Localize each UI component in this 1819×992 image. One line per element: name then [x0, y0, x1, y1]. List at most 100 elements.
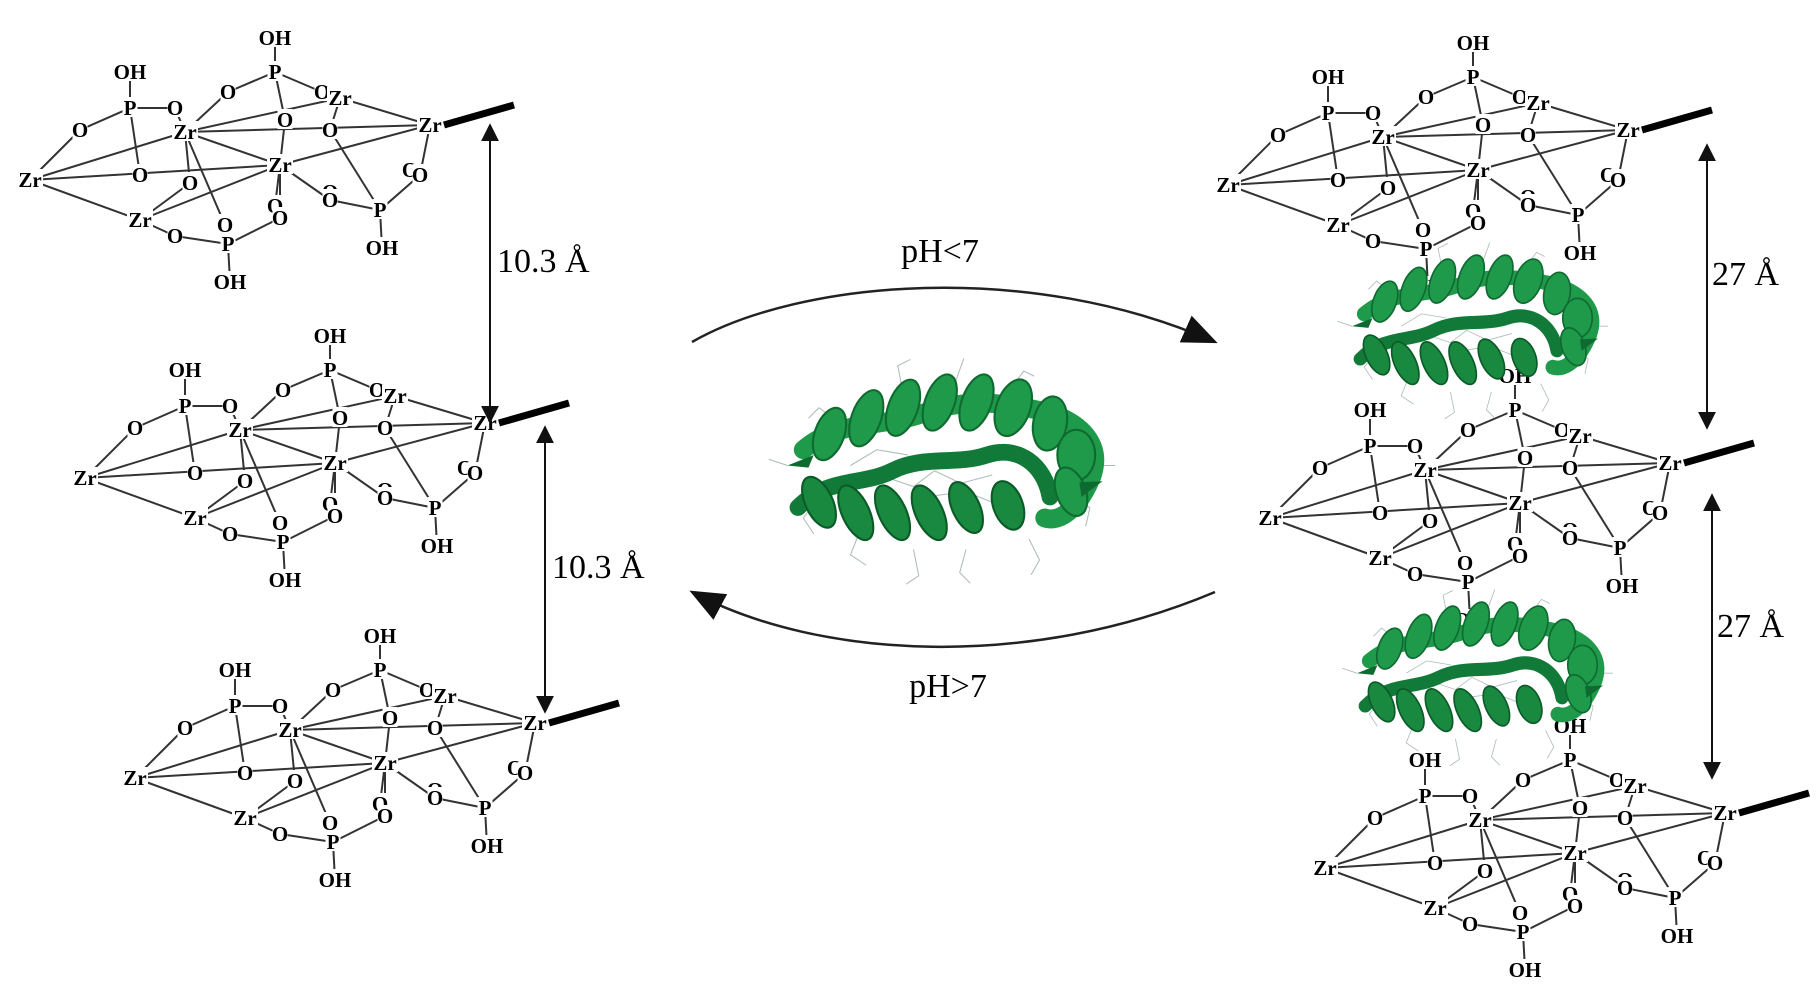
forward-condition-label: pH<7: [901, 233, 979, 270]
bond: [289, 729, 386, 764]
atom-o: O: [275, 378, 291, 402]
bond: [1624, 887, 1676, 899]
atom-o: O: [1372, 501, 1388, 525]
bond: [289, 729, 331, 824]
atom-p: P: [479, 796, 492, 820]
bond: [1479, 812, 1726, 821]
atom-label-bg: [377, 487, 393, 507]
atom-o: O: [419, 678, 435, 702]
bond: [1327, 112, 1339, 181]
atom-label-bg: [327, 505, 343, 525]
atom-label-bg: [1312, 457, 1328, 477]
atom-o: O: [177, 716, 193, 740]
atom-oh: OH: [1564, 241, 1597, 265]
atom-o: O: [1610, 168, 1626, 192]
atom-oh: OH: [1509, 958, 1542, 982]
bond: [444, 695, 536, 724]
atom-p: P: [269, 60, 282, 84]
atom-p: P: [1420, 237, 1433, 261]
atom-label-bg: [132, 164, 148, 184]
left-top-spacing-label: 10.3 Å: [497, 243, 590, 280]
atom-label-bg: [1465, 66, 1481, 86]
atom-o: O: [132, 163, 148, 187]
atom-label-bg: [1617, 807, 1633, 827]
atom-o: O: [427, 716, 443, 740]
right-layer-middle: OHPOOOHPOOZrZrZrZrZrZrOOOOOOOOOOPOHPOHOO: [1257, 364, 1755, 632]
atom-o: O: [1365, 101, 1381, 125]
atom-zr: Zr: [1713, 801, 1736, 825]
atom-p: P: [1364, 434, 1377, 458]
bond: [1522, 759, 1571, 781]
layer-continuation-bar: [443, 101, 515, 129]
atom-o: O: [167, 96, 183, 120]
atom-zr: Zr: [1508, 491, 1531, 515]
atom-label-bg: [1615, 119, 1641, 139]
right-layer-top: OHPOOOHPOOZrZrZrZrZrZrOOOOOOOOOOPOHPOHOO: [1215, 31, 1713, 299]
atom-o: O: [1312, 456, 1328, 480]
atom-label-bg: [1465, 159, 1491, 179]
atom-zr: Zr: [1466, 158, 1489, 182]
atom-label-bg: [182, 172, 198, 192]
atom-label-bg: [1417, 785, 1433, 805]
atom-label-bg: [272, 207, 288, 227]
atom-label-bg: [72, 119, 88, 139]
atom-label-bg: [1415, 219, 1431, 239]
atom-label-bg: [372, 659, 388, 679]
atom-o: O: [217, 213, 233, 237]
atom-label-bg: [427, 497, 443, 517]
atom-oh: OH: [364, 624, 397, 648]
atom-label-bg: [222, 395, 238, 415]
bond: [1382, 129, 1629, 138]
atom-o: O: [1367, 806, 1383, 830]
bond: [1424, 435, 1581, 471]
bond: [274, 71, 323, 93]
bond: [384, 427, 436, 509]
atom-label-bg: [1370, 126, 1396, 146]
atom-label-bg: [1315, 66, 1341, 86]
atom-p: P: [124, 96, 137, 120]
atom-zr: Zr: [473, 411, 496, 435]
left-layers-group: OHPOOOHPOOZrZrZrZrZrZrOOOOOOOOOOPOHPOHOO…: [17, 26, 620, 892]
bond: [239, 422, 486, 431]
atom-label-bg: [417, 114, 443, 134]
bond: [1277, 112, 1329, 136]
atom-o: O: [1512, 544, 1528, 568]
atom-label-bg: [1418, 86, 1434, 106]
atom-o: O: [272, 511, 288, 535]
atom-o: O: [287, 769, 303, 793]
bond: [1425, 222, 1479, 250]
atom-o: O: [1512, 85, 1528, 109]
atom-label-bg: [1562, 527, 1578, 547]
right-layers-group: OHPOOOHPOOZrZrZrZrZrZrOOOOOOOOOOPOHPOHOO…: [1215, 31, 1810, 982]
atom-label-bg: [1520, 194, 1536, 214]
atom-label-bg: [1562, 749, 1578, 769]
atom-label-bg: [1512, 959, 1538, 979]
atom-p: P: [324, 358, 337, 382]
bond: [1477, 129, 1629, 171]
atom-p: P: [1669, 886, 1682, 910]
right-top-spacing-label: 27 Å: [1712, 256, 1780, 293]
atom-label-bg: [322, 359, 338, 379]
atom-o: O: [377, 804, 393, 828]
atom-label-bg: [322, 869, 348, 889]
atom-o: O: [1270, 123, 1286, 147]
atom-o: O: [1407, 434, 1423, 458]
atom-label-bg: [1257, 507, 1283, 527]
atom-o: O: [1567, 894, 1583, 918]
atom-zr: Zr: [233, 806, 256, 830]
bond: [1479, 819, 1576, 854]
bond: [1479, 785, 1636, 821]
atom-o: O: [1460, 418, 1476, 442]
bond: [29, 131, 186, 181]
atom-label-bg: [1512, 902, 1528, 922]
atom-zr: Zr: [1258, 506, 1281, 530]
bond: [129, 107, 141, 176]
atom-zr: Zr: [323, 451, 346, 475]
atom-oh: OH: [421, 534, 454, 558]
intercalated-protein-top: [1337, 243, 1608, 419]
atom-label-bg: [477, 797, 493, 817]
atom-o: O: [377, 486, 393, 510]
bond: [184, 124, 431, 133]
atom-label-bg: [177, 717, 193, 737]
